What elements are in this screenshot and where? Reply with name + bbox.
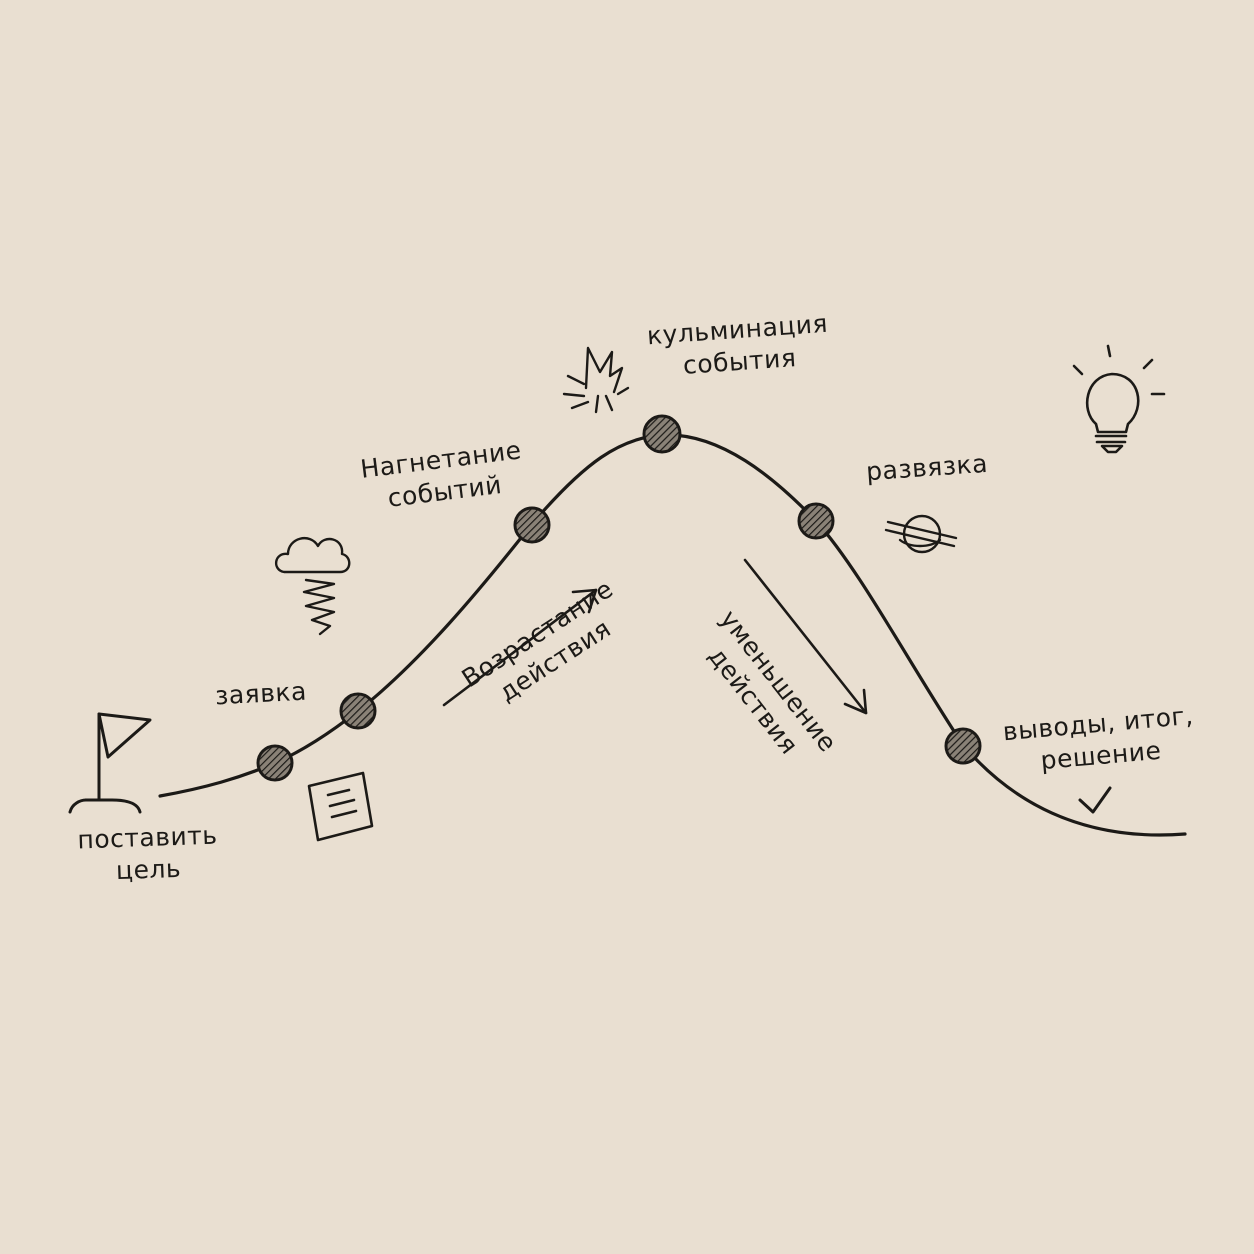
explosion-icon	[562, 346, 630, 414]
label-exposition-line1: заявка	[214, 676, 308, 711]
stage-point-climax	[642, 414, 682, 454]
document-icon	[307, 771, 374, 842]
falling-arrow	[743, 558, 868, 715]
stage-point-buildup	[513, 506, 551, 544]
label-climax: кульминация события	[646, 308, 831, 384]
rising-arrow	[442, 588, 598, 707]
lightbulb-icon	[1072, 344, 1166, 454]
flag-icon	[68, 712, 152, 814]
knot-icon	[884, 514, 958, 554]
stage-point-conclusion	[944, 727, 982, 765]
stage-point-inciting	[339, 692, 377, 730]
stage-point-denouement	[797, 502, 835, 540]
label-exposition: заявка	[214, 676, 307, 713]
storm-cloud-icon	[275, 536, 351, 636]
checkmark-icon	[1078, 786, 1112, 814]
label-goal-line2: цель	[115, 853, 182, 886]
label-goal: поставить цель	[77, 820, 219, 889]
label-goal-line1: поставить	[76, 820, 218, 855]
stage-point-exposition	[256, 744, 294, 782]
